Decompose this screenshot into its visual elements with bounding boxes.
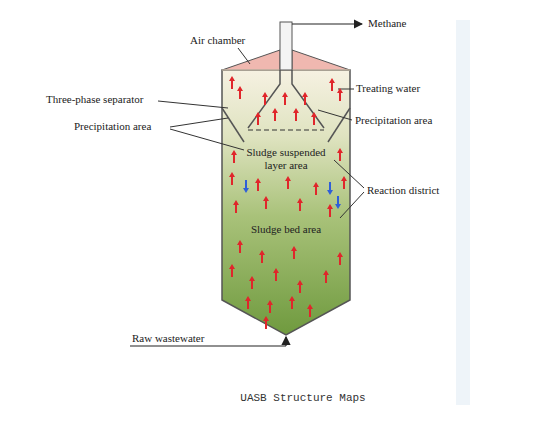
caption: UASB Structure Maps xyxy=(240,392,365,404)
flow-arrowhead xyxy=(272,108,278,113)
flow-arrowhead xyxy=(237,240,243,245)
flow-arrow xyxy=(231,176,233,185)
flow-arrowhead xyxy=(231,150,237,155)
flow-arrow xyxy=(269,304,271,313)
flow-arrowhead xyxy=(259,250,265,255)
flow-arrowhead xyxy=(337,148,343,153)
flow-arrow xyxy=(293,250,295,259)
flow-arrowhead xyxy=(297,280,303,285)
flow-arrow xyxy=(337,196,339,205)
part-label: Raw wastewater xyxy=(132,332,204,345)
flow-arrow xyxy=(235,204,237,213)
flow-arrow xyxy=(247,300,249,309)
flow-arrow xyxy=(257,116,259,125)
flow-arrow xyxy=(339,92,341,101)
flow-arrow xyxy=(264,96,266,105)
flow-arrow xyxy=(295,112,297,121)
part-label: Three-phase separator xyxy=(46,93,143,106)
part-label: Methane xyxy=(368,17,406,30)
flow-arrowhead xyxy=(341,176,347,181)
flow-arrow xyxy=(231,80,233,89)
flow-arrowhead xyxy=(229,76,235,81)
flow-arrow xyxy=(284,96,286,105)
flow-arrow xyxy=(231,268,233,277)
part-label: Precipitation area xyxy=(74,120,151,133)
flow-arrow xyxy=(251,280,253,289)
flow-arrow xyxy=(265,200,267,209)
flow-arrow xyxy=(329,182,331,191)
flow-arrowhead xyxy=(229,264,235,269)
flow-arrow xyxy=(287,180,289,189)
flow-arrowhead xyxy=(337,88,343,93)
flow-arrowhead xyxy=(327,190,333,195)
flow-arrow xyxy=(239,244,241,253)
flow-arrow xyxy=(245,180,247,189)
flow-arrowhead xyxy=(329,78,335,83)
part-label: Sludge suspended layer area xyxy=(241,146,331,171)
flow-arrow xyxy=(299,284,301,293)
flow-arrow xyxy=(239,90,241,99)
flow-arrowhead xyxy=(289,296,295,301)
flow-arrowhead xyxy=(273,268,279,273)
flow-arrow xyxy=(257,182,259,191)
flow-arrow xyxy=(329,208,331,217)
flow-arrow xyxy=(339,152,341,161)
flow-arrowhead xyxy=(249,276,255,281)
flow-arrowhead xyxy=(263,316,269,321)
flow-arrow xyxy=(233,154,235,163)
flow-arrowhead xyxy=(335,204,341,209)
flow-arrow xyxy=(331,82,333,91)
flow-arrowhead xyxy=(245,296,251,301)
flow-arrowhead xyxy=(282,92,288,97)
part-label: Air chamber xyxy=(190,34,245,47)
flow-arrowhead xyxy=(302,92,308,97)
flow-arrow xyxy=(265,320,267,329)
flow-arrow xyxy=(275,272,277,281)
flow-arrowhead xyxy=(307,304,313,309)
flow-arrow xyxy=(291,300,293,309)
flow-arrow xyxy=(313,116,315,125)
flow-arrowhead xyxy=(327,204,333,209)
flow-arrow xyxy=(343,180,345,189)
flow-arrow xyxy=(325,274,327,283)
flow-arrow xyxy=(315,186,317,195)
flow-arrowhead xyxy=(255,178,261,183)
flow-arrow xyxy=(261,254,263,263)
flow-arrow xyxy=(299,202,301,211)
flow-arrowhead xyxy=(233,200,239,205)
part-label: Precipitation area xyxy=(355,114,432,127)
part-label: Reaction district xyxy=(367,184,439,197)
flow-arrowhead xyxy=(313,182,319,187)
flow-arrowhead xyxy=(311,112,317,117)
flow-arrow xyxy=(274,112,276,121)
flow-arrowhead xyxy=(267,300,273,305)
flow-arrowhead xyxy=(237,86,243,91)
flow-arrow xyxy=(339,256,341,265)
flow-arrowhead xyxy=(291,246,297,251)
flow-arrowhead xyxy=(262,92,268,97)
flow-arrowhead xyxy=(323,270,329,275)
flow-arrowhead xyxy=(255,112,261,117)
flow-arrowhead xyxy=(285,176,291,181)
flow-arrowhead xyxy=(293,108,299,113)
part-label: Sludge bed area xyxy=(251,223,321,236)
part-label: Treating water xyxy=(356,82,420,95)
flow-arrowhead xyxy=(337,252,343,257)
flow-arrowhead xyxy=(263,196,269,201)
flow-arrowhead xyxy=(229,172,235,177)
flow-arrow xyxy=(309,308,311,317)
flow-arrowhead xyxy=(243,188,249,193)
flow-arrow xyxy=(304,96,306,105)
flow-arrowhead xyxy=(297,198,303,203)
